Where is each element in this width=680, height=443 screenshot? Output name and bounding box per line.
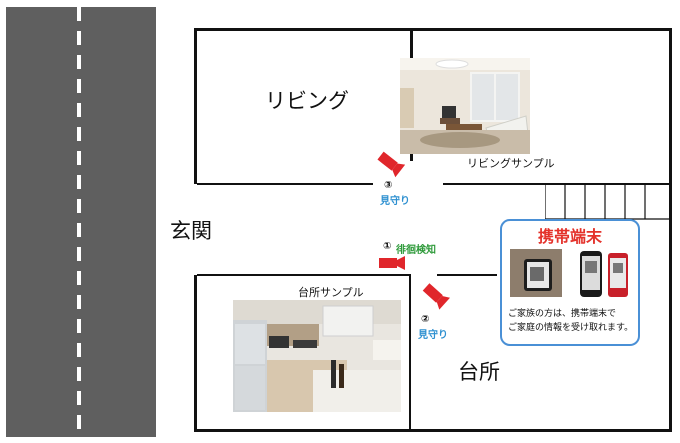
wall-right (669, 28, 672, 432)
camera-2-icon (422, 283, 450, 310)
room-label-entrance: 玄関 (170, 219, 212, 243)
wall-living-bottom-right (443, 183, 669, 185)
camera-1-icon (379, 256, 405, 270)
room-label-living: リビング (265, 89, 349, 113)
camera-3-number: ③ (384, 180, 393, 191)
mobile-devices-illustration (510, 249, 628, 297)
wall-left-lower (194, 275, 197, 432)
camera-3-label: 見守り (380, 196, 410, 207)
wall-kitchen-right (409, 274, 411, 429)
wall-living-bottom-left (197, 183, 373, 185)
wall-kitchen-top (197, 274, 411, 276)
mobile-card-line-2: ご家庭の情報を受け取れます。 (508, 323, 634, 333)
camera-2-number: ② (421, 314, 430, 325)
wall-kitchen-top-right (437, 274, 497, 276)
kitchen-photo (233, 300, 401, 412)
camera-1-number: ① (383, 241, 392, 252)
wall-top (194, 28, 672, 31)
room-label-kitchen: 台所 (458, 360, 500, 384)
road (6, 7, 156, 437)
mobile-card-title: 携帯端末 (537, 227, 602, 246)
road-center-line (77, 7, 81, 437)
mobile-card-text: ご家族の方は、携帯端末で ご家庭の情報を受け取れます。 (508, 307, 633, 335)
camera-1-label: 徘徊検知 (396, 245, 436, 256)
mobile-device-card: 携帯端末 ご家族の方は、携帯端末で ご家庭の情報を受け取れます。 (500, 219, 640, 346)
wall-bottom (194, 429, 672, 432)
wall-left-upper (194, 28, 197, 184)
camera-3-icon (377, 151, 405, 178)
camera-2-label: 見守り (418, 330, 448, 341)
living-room-photo (400, 58, 530, 154)
mobile-card-line-1: ご家族の方は、携帯端末で (508, 309, 617, 319)
stairs (545, 183, 670, 220)
living-photo-caption: リビングサンプル (467, 157, 555, 170)
kitchen-photo-caption: 台所サンプル (298, 286, 364, 299)
